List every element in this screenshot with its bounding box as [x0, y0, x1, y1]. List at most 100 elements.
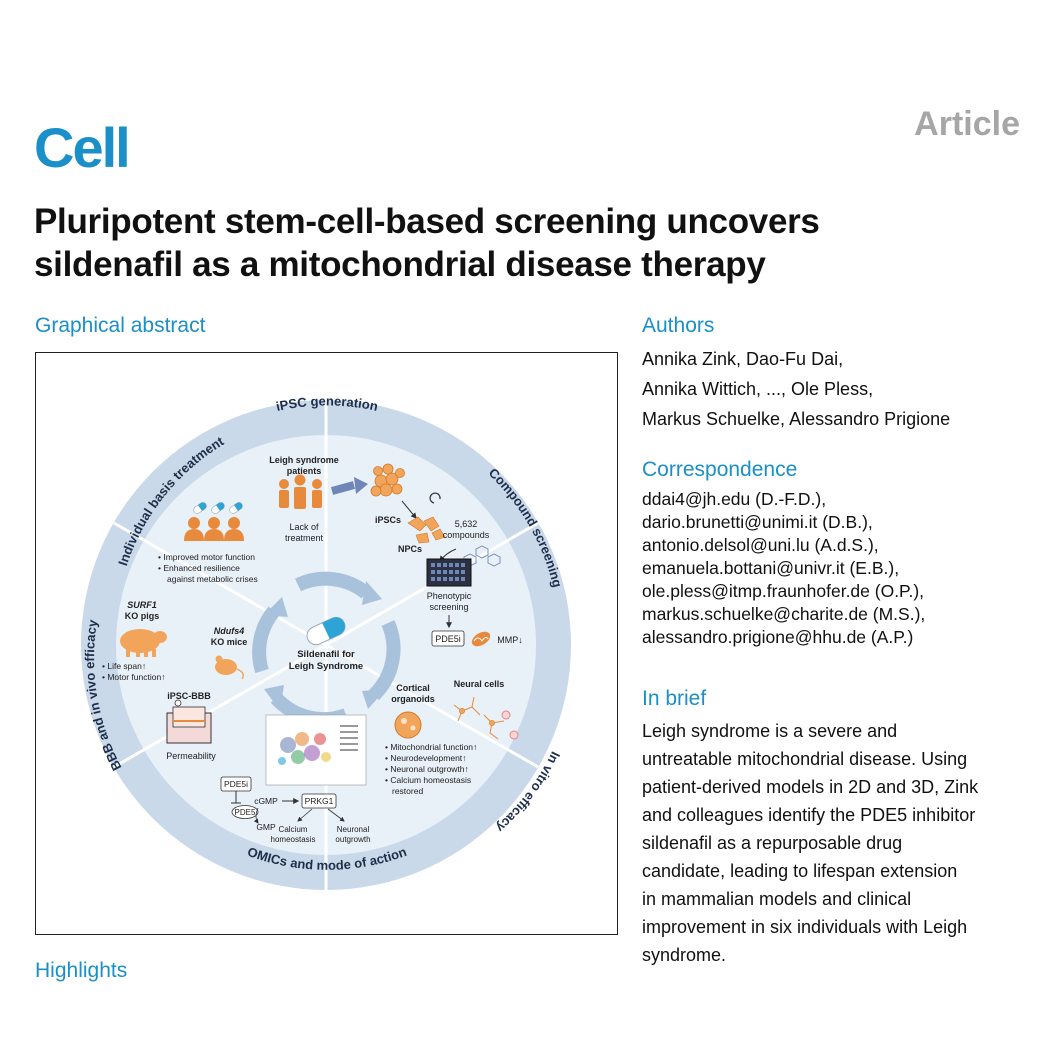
individual-bullet-2: • Enhanced resilience [158, 563, 240, 573]
pde5i-label: PDE5i [435, 634, 461, 644]
organoid-icon [394, 711, 422, 739]
journal-logo: Cell [34, 116, 131, 179]
in-brief-line: in mammalian models and clinical [642, 889, 912, 909]
title-line: Pluripotent stem-cell-based screening un… [34, 202, 820, 241]
patients-label-1: Leigh syndrome [269, 455, 339, 465]
correspondence-heading: Correspondence [642, 458, 798, 481]
pills-icon [193, 502, 243, 514]
in-brief-line: patient-derived models in 2D and 3D, Zin… [642, 777, 979, 797]
invivo-bullet-1: • Life span↑ [102, 661, 146, 671]
pheno-label-2: screening [429, 602, 468, 612]
mouse-icon [215, 655, 244, 680]
arrow-head [354, 477, 368, 494]
ring-label-ipsc-generation: iPSC generation [275, 393, 380, 414]
in-brief-line: and colleagues identify the PDE5 inhibit… [642, 805, 976, 825]
graphical-abstract-heading: Graphical abstract [35, 314, 206, 337]
correspondence-email[interactable]: ole.pless@itmp.fraunhofer.de (O.P.), [642, 581, 925, 601]
cycle-arrowheads [264, 581, 386, 711]
center-label-1: Sildenafil for [297, 649, 355, 660]
correspondence-email[interactable]: ddai4@jh.edu (D.-F.D.), [642, 489, 827, 509]
in-brief-line: Leigh syndrome is a severe and [642, 721, 898, 741]
center-label-2: Leigh Syndrome [289, 661, 363, 672]
in-brief-line: syndrome. [642, 945, 727, 965]
organoids-label-2: organoids [391, 694, 435, 704]
graphical-abstract: iPSC generation Compound screening In vi… [35, 352, 618, 935]
omics-pde5i-label: PDE5i [224, 779, 248, 789]
patients-to-ipsc-arrow [330, 481, 356, 495]
authors-line: Markus Schuelke, Alessandro Prigione [642, 409, 951, 429]
gmp-label: GMP [256, 822, 276, 832]
ipsc-bbb-label: iPSC-BBB [167, 691, 211, 701]
in-brief-line: sildenafil as a repurposable drug [642, 833, 903, 853]
ipscs-label: iPSCs [375, 515, 401, 525]
authors-line: Annika Zink, Dao-Fu Dai, [642, 349, 844, 369]
invitro-bullet-3: • Neuronal outgrowth↑ [385, 764, 469, 774]
sector-individual-treatment: • Improved motor function • Enhanced res… [158, 502, 258, 584]
individual-bullet-3: against metabolic crises [167, 574, 258, 584]
pde5-ellipse [231, 805, 259, 819]
individual-bullet-1: • Improved motor function [158, 552, 255, 562]
surf1-label: SURF1 [127, 600, 157, 610]
compounds-label: compounds [443, 530, 490, 540]
correspondence-email[interactable]: markus.schuelke@charite.de (M.S.), [642, 604, 926, 624]
sector-ipsc-generation: Leigh syndrome patients Lack of treatmen… [269, 455, 405, 543]
npcs-label: NPCs [398, 544, 422, 554]
prkg1-label: PRKG1 [305, 796, 334, 806]
transwell-icon [166, 699, 212, 744]
in-brief-line: improvement in six individuals with Leig… [642, 917, 968, 937]
in-brief-line: untreatable mitochondrial disease. Using [642, 749, 968, 769]
prkg1-box [301, 793, 337, 809]
article-title: Pluripotent stem-cell-based screening un… [34, 200, 1024, 286]
neural-cells-icon [453, 696, 519, 740]
ko-pigs-label: KO pigs [125, 611, 160, 621]
screening-plate-icon [426, 558, 472, 587]
article-type-label: Article [914, 105, 1020, 143]
calcium-label-2: homeostasis [271, 835, 316, 844]
compounds-count: 5,632 [455, 519, 478, 529]
authors-list: Annika Zink, Dao-Fu Dai, Annika Wittich,… [642, 344, 1034, 434]
umap-legend [340, 725, 358, 751]
pheno-label-1: Phenotypic [427, 591, 472, 601]
correspondence-email[interactable]: emanuela.bottani@univr.it (E.B.), [642, 558, 900, 578]
ndufs4-label: Ndufs4 [214, 626, 245, 636]
self-renew-icon [429, 492, 441, 504]
neuronal-label-1: Neuronal [337, 825, 370, 834]
ko-mice-label: KO mice [211, 637, 248, 647]
pig-icon [120, 629, 167, 657]
correspondence-email[interactable]: antonio.delsol@uni.lu (A.d.S.), [642, 535, 879, 555]
capsule-icon [306, 616, 346, 646]
sector-in-vitro-efficacy: Cortical organoids Neural cells • Mitoch… [385, 679, 519, 796]
lack-label-1: Lack of [289, 522, 319, 532]
title-line: sildenafil as a mitochondrial disease th… [34, 245, 766, 284]
permeability-label: Permeability [166, 751, 216, 761]
individuals-icon [184, 517, 244, 541]
sector-in-vivo: SURF1 KO pigs Ndufs4 KO mice • Life span… [102, 600, 247, 761]
patients-icon [279, 474, 322, 509]
graphical-abstract-figure: iPSC generation Compound screening In vi… [81, 393, 571, 890]
neural-cells-label: Neural cells [454, 679, 505, 689]
center-sildenafil: Sildenafil for Leigh Syndrome [289, 616, 363, 672]
invitro-bullet-2: • Neurodevelopment↑ [385, 753, 466, 763]
cgmp-label: cGMP [254, 796, 278, 806]
highlights-heading: Highlights [35, 959, 128, 982]
invitro-bullet-5: restored [392, 786, 423, 796]
pde5-label: PDE5 [235, 808, 256, 817]
invivo-bullet-2: • Motor function↑ [102, 672, 165, 682]
sector-omics: PDE5i PDE5 cGMP GMP PRKG1 Calcium homeos… [220, 714, 371, 844]
mitochondrion-icon [471, 631, 491, 647]
sector-compound-screening: 5,632 compounds NPCs Phenotypic screenin… [398, 492, 523, 647]
in-brief-heading: In brief [642, 687, 707, 710]
calcium-label-1: Calcium [279, 825, 308, 834]
umap-points [278, 732, 331, 765]
correspondence-email[interactable]: alessandro.prigione@hhu.de (A.P.) [642, 627, 914, 647]
organoids-label-1: Cortical [396, 683, 430, 693]
lack-label-2: treatment [285, 533, 324, 543]
patients-label-2: patients [287, 466, 322, 476]
authors-heading: Authors [642, 314, 715, 337]
mmp-label: MMP↓ [497, 635, 523, 645]
neuronal-label-2: outgrowth [335, 835, 370, 844]
invitro-bullet-4: • Calcium homeostasis [385, 775, 471, 785]
authors-line: Annika Wittich, ..., Ole Pless, [642, 379, 874, 399]
correspondence-email[interactable]: dario.brunetti@unimi.it (D.B.), [642, 512, 873, 532]
pde5i-box [431, 630, 465, 647]
